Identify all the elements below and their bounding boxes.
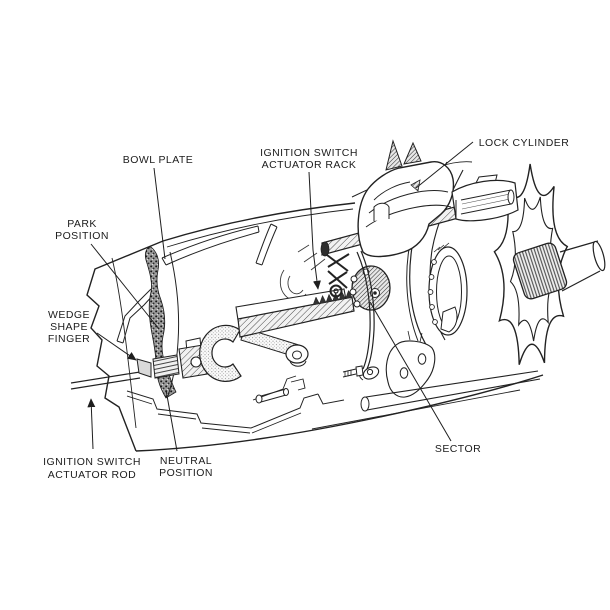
housing-top-edge: [162, 202, 356, 242]
leader-wedge-shape-finger: [96, 332, 137, 361]
ignition-switch-actuator-rod-part: [70, 371, 141, 390]
lock-cylinder-fin: [385, 139, 403, 171]
leader-park-position: [90, 243, 160, 330]
mount-flange: [385, 330, 436, 398]
lock-cylinder-part: [357, 139, 455, 258]
label-rod-line1: IGNITION SWITCH: [43, 456, 141, 468]
leader-bowl-plate: [153, 167, 166, 260]
detent-pin: [255, 378, 306, 404]
wedge-shape-finger-part: [136, 358, 152, 378]
callout-labels: BOWL PLATE IGNITION SWITCH ACTUATOR RACK…: [43, 137, 569, 481]
leader-actuator-rack: [308, 171, 321, 290]
upper-shaft-bracket: [451, 174, 519, 222]
lock-cylinder-fin: [403, 141, 422, 165]
leader-actuator-rod: [87, 398, 96, 450]
label-park-line1: PARK: [67, 218, 97, 230]
adjuster-screw: [342, 365, 364, 378]
housing-left-cut-edge: [86, 240, 164, 452]
callout-leaders: [87, 141, 474, 452]
label-lock-cylinder: LOCK CYLINDER: [479, 137, 569, 149]
bearing-ring: [427, 242, 468, 336]
bowl-plate-part: [144, 246, 180, 399]
label-wedge-line1: WEDGE: [48, 309, 90, 321]
rod-splined-sleeve: [152, 354, 180, 379]
leader-neutral-position: [165, 389, 178, 452]
shift-lever-jaw: [199, 324, 242, 382]
label-rack-line2: ACTUATOR RACK: [262, 159, 357, 171]
pivot-knob: [285, 344, 309, 367]
splined-hub: [512, 242, 568, 300]
lower-cut-band: [126, 375, 345, 434]
label-sector: SECTOR: [435, 443, 481, 455]
label-neutral-line1: NEUTRAL: [160, 455, 212, 467]
steering-lock-plate: [493, 163, 606, 365]
label-rod-line2: ACTUATOR ROD: [48, 469, 136, 481]
release-lever-strap: [356, 250, 380, 381]
label-rack-line1: IGNITION SWITCH: [260, 147, 358, 159]
steering-shaft-stub: [559, 240, 606, 292]
label-neutral-line2: POSITION: [159, 467, 213, 479]
housing-bottom-edge: [135, 374, 544, 452]
label-bowl-plate: BOWL PLATE: [123, 154, 193, 166]
leader-lock-cylinder: [415, 141, 474, 189]
interior-detail-lines: [279, 244, 326, 301]
label-wedge-line3: FINGER: [48, 333, 90, 345]
rack-preload-spring: [326, 253, 350, 298]
label-park-line2: POSITION: [55, 230, 109, 242]
lower-rail: [311, 370, 541, 430]
label-wedge-line2: SHAPE: [50, 321, 88, 333]
leader-sector: [369, 301, 452, 442]
